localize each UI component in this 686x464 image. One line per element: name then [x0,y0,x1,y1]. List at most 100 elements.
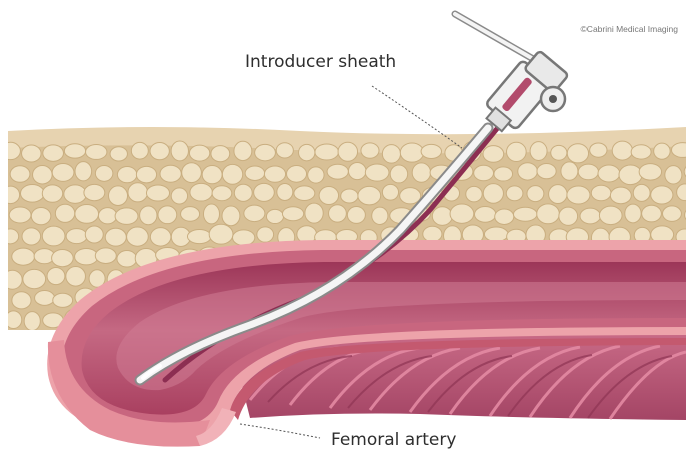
fat-cell [466,186,482,202]
fat-cell [483,146,504,163]
fat-cell [372,207,388,224]
fat-cell [277,184,293,201]
fat-cell [75,162,92,181]
fat-cell [559,207,578,225]
fat-cell [294,186,315,201]
fat-cell [382,184,398,200]
fat-cell [619,165,642,185]
fat-cell [209,224,233,244]
fat-cell [299,144,315,160]
fat-cell [282,207,303,221]
fat-cell [537,204,560,224]
fat-cell [390,165,407,183]
fat-cell [222,206,240,226]
artery-leader-line [240,424,320,438]
fat-cell [329,205,347,222]
fat-cell [182,163,202,183]
fat-cell [171,188,187,204]
fat-cell [591,185,611,201]
fat-cell [12,248,35,265]
fat-cell [222,164,242,184]
fat-cell [212,186,232,201]
fat-cell [432,207,452,226]
fat-cell [527,186,544,202]
fat-cell [599,206,622,224]
fat-cell [518,163,538,180]
fat-cell [150,142,169,159]
fat-cell [98,208,116,224]
fat-cell [42,226,65,246]
fat-cell [187,230,211,244]
fat-cell [53,293,73,307]
fat-cell [171,141,188,161]
fat-cell [9,207,31,223]
fat-cell [254,183,275,201]
fat-cell [610,187,631,204]
fat-cell [140,206,157,225]
fat-cell [22,145,42,162]
fat-cell [633,184,650,201]
fat-cell [64,144,85,158]
fat-cell [117,166,137,182]
fat-cell [234,141,252,160]
fat-cell [136,166,156,183]
fat-cell [639,164,661,180]
fat-cell [158,206,177,224]
fat-cell [110,147,127,161]
fat-cell [495,209,514,224]
fat-cell [43,145,64,161]
fat-cell [338,142,358,161]
fat-cell [115,208,138,224]
hub-tube-out-inner [455,14,535,60]
fat-cell [22,228,41,245]
fat-cell [266,209,283,223]
fat-cell [150,228,171,247]
fat-cell [308,167,324,183]
fat-cell [234,184,252,201]
fat-cell [654,143,671,159]
fat-cell [507,142,527,161]
fat-cell [52,164,74,182]
fat-cell [86,144,107,159]
fat-cell [423,226,442,242]
fat-cell [358,186,381,205]
fat-cell [665,166,682,184]
fat-cell [160,165,181,182]
fat-cell [64,185,87,203]
fat-cell [42,185,62,202]
fat-cell [146,185,169,201]
fat-cell [245,166,265,180]
fat-cell [580,208,600,224]
fat-cell [287,166,307,183]
fat-cell [1,186,19,204]
fat-cell [474,165,494,181]
fat-cell [20,185,44,203]
fat-cell [105,228,126,246]
fat-cell [561,162,578,180]
fat-cell [202,166,222,184]
fat-cell [348,163,366,180]
fat-cell [66,229,87,244]
fat-cell [131,142,148,159]
fat-cell [276,143,293,158]
fat-cell [421,144,441,158]
side-port-center [549,95,557,103]
fat-cell [75,248,98,264]
fat-cell [23,269,46,288]
fat-cell [305,203,323,223]
fat-cell [598,165,620,182]
fat-cell [631,145,651,159]
fat-cell [33,166,53,184]
fat-cell [35,291,55,306]
fat-cell [513,207,537,221]
fat-cell [484,227,508,241]
fat-cell [75,205,99,224]
fat-cell [551,145,567,160]
fat-cell [361,143,379,158]
fat-cell [12,292,31,309]
fat-cell [347,207,365,224]
fat-cell [233,230,255,246]
fat-cell [642,205,662,222]
fat-cell [189,145,209,161]
fat-cell [127,227,149,246]
